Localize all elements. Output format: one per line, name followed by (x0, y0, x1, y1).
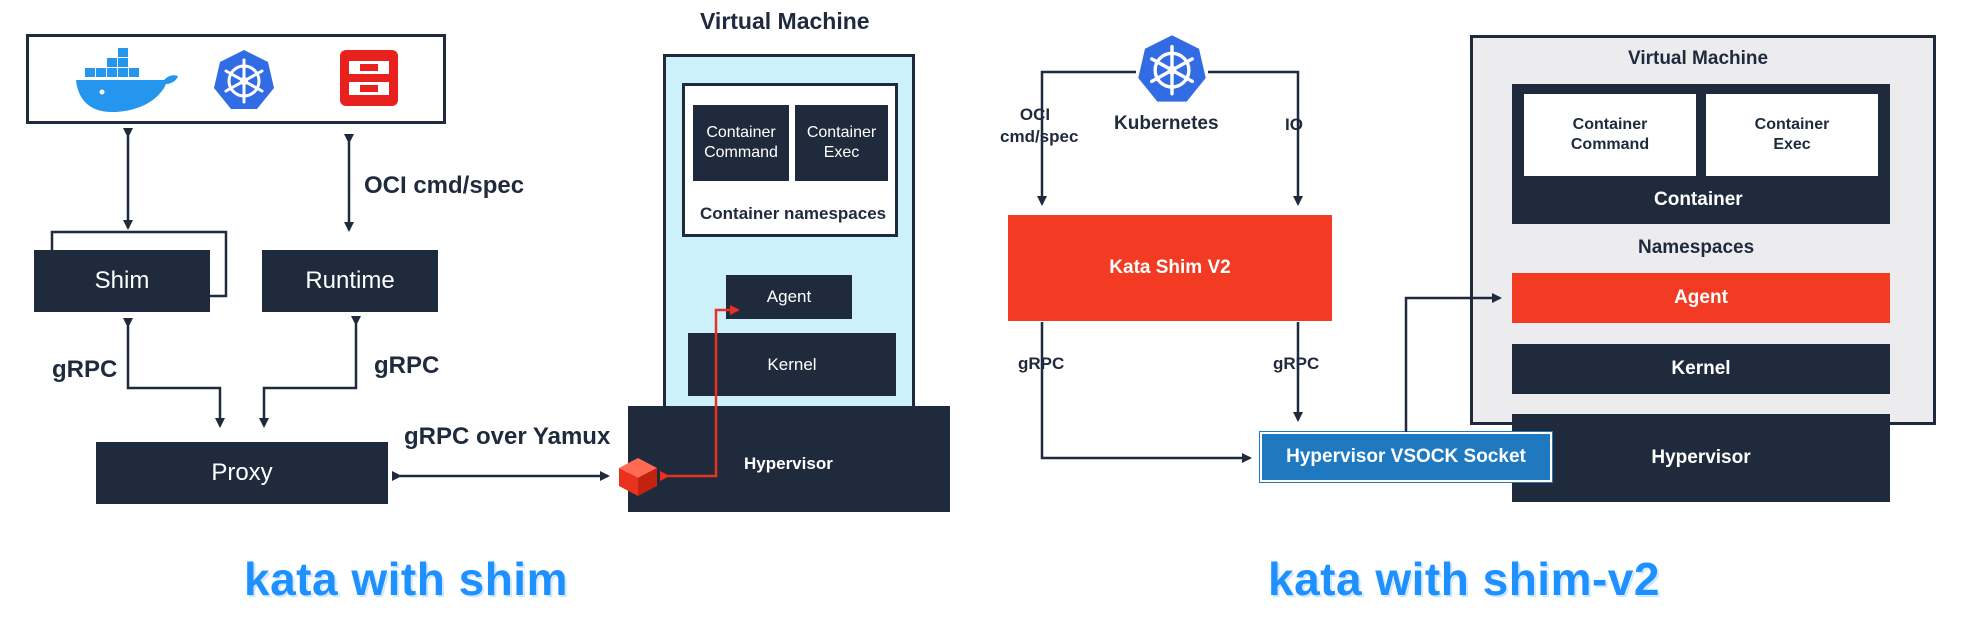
docker-icon (76, 48, 178, 112)
grpc-vsock-arrow (1040, 322, 1252, 463)
proxy-label: Proxy (211, 459, 273, 486)
container-label-right: Container (1654, 189, 1743, 210)
caption-right: kata with shim-v2 (1268, 553, 1660, 605)
container-command-label: Container Command (704, 124, 778, 161)
vm-title-left: Virtual Machine (700, 8, 870, 34)
proxy-box: Proxy (96, 442, 388, 504)
shim-proxy-arrow (123, 318, 225, 428)
agent-box-right: Agent (1512, 273, 1890, 323)
shim-box: Shim (34, 250, 210, 312)
vsock-box: Hypervisor VSOCK Socket (1259, 431, 1553, 483)
agent-label-right: Agent (1674, 287, 1728, 308)
kernel-label-right: Kernel (1671, 358, 1731, 379)
hypervisor-label-left: Hypervisor (744, 454, 833, 473)
container-exec-box: Container Exec (795, 105, 888, 181)
shim-label: Shim (94, 267, 150, 294)
hypervisor-label-right: Hypervisor (1651, 447, 1751, 468)
vsock-agent-arrow (1404, 293, 1502, 432)
grpc-over-yamux-label: gRPC over Yamux (404, 423, 611, 450)
oci-right-arrow (1037, 70, 1136, 206)
runtime-box: Runtime (262, 250, 438, 312)
shim-loop (50, 230, 228, 298)
openshift-icon (340, 50, 398, 106)
container-exec-label-right: Container Exec (1754, 116, 1830, 153)
vm-title-right: Virtual Machine (1628, 48, 1769, 69)
container-command-label-right: Container Command (1570, 116, 1650, 153)
kata-shim-v2-box: Kata Shim V2 (1008, 215, 1332, 321)
grpc-label-right-right: gRPC (1273, 354, 1320, 373)
namespaces-label-right: Namespaces (1638, 237, 1755, 258)
io-arrow (1208, 70, 1303, 206)
cube-icon (619, 458, 657, 496)
kubernetes-label: Kubernetes (1114, 113, 1219, 134)
container-exec-label: Container Exec (806, 124, 877, 161)
cube-agent-arrow (660, 305, 740, 481)
kubernetes-icon (214, 50, 274, 109)
caption-left: kata with shim (244, 553, 568, 605)
container-exec-box-right: Container Exec (1706, 94, 1878, 176)
container-command-box-right: Container Command (1524, 94, 1696, 176)
kernel-box-right: Kernel (1512, 344, 1890, 394)
kernel-label-left: Kernel (767, 354, 817, 374)
kata-shim-v2-label: Kata Shim V2 (1109, 257, 1231, 278)
grpc-label-right: gRPC (374, 352, 440, 379)
hypervisor-box-right: Hypervisor (1512, 414, 1890, 502)
agent-label-left: Agent (766, 287, 812, 306)
container-command-box: Container Command (693, 105, 789, 181)
container-namespaces-label: Container namespaces (700, 204, 887, 223)
runtime-proxy-arrow (259, 316, 361, 428)
agent-box-left: Agent (726, 275, 852, 319)
kubernetes-icon-right (1138, 35, 1206, 102)
runtime-label: Runtime (305, 267, 395, 294)
grpc-label-left: gRPC (52, 356, 118, 383)
vsock-label: Hypervisor VSOCK Socket (1286, 446, 1526, 467)
oci-cmd-spec-label: OCI cmd/spec (364, 172, 525, 199)
